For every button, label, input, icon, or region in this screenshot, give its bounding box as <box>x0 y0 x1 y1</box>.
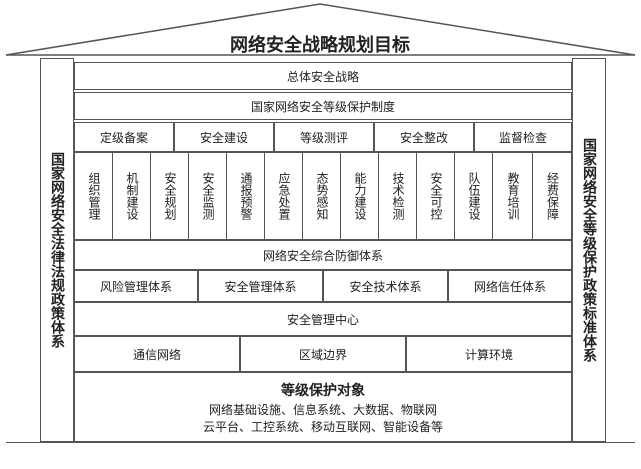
environment-cell: 区域边界 <box>240 336 406 372</box>
left-pillar: 国家网络安全法律法规政策体系 <box>40 58 74 442</box>
stage-cell: 定级备案 <box>74 122 174 152</box>
subsystem-cell: 网络信任体系 <box>448 270 572 302</box>
measure-cell: 组织管理 <box>74 152 113 240</box>
environment-cell: 通信网络 <box>74 336 240 372</box>
measure-cell: 教育培训 <box>492 152 533 240</box>
foundation-title: 等级保护对象 <box>281 383 365 399</box>
measure-cell: 安全监测 <box>188 152 227 240</box>
foundation-block: 等级保护对象 网络基础设施、信息系统、大数据、物联网 云平台、工控系统、移动互联… <box>74 372 572 442</box>
measure-cell: 应急处置 <box>264 152 303 240</box>
measure-cell: 机制建设 <box>112 152 151 240</box>
measure-cell: 能力建设 <box>340 152 379 240</box>
measure-cell: 安全规划 <box>150 152 189 240</box>
foundation-line-2: 云平台、工控系统、移动互联网、智能设备等 <box>202 419 443 434</box>
roof-title: 网络安全战略规划目标 <box>230 35 410 56</box>
base-line <box>6 442 635 443</box>
subsystem-cell: 安全管理体系 <box>198 270 323 302</box>
measure-cell: 技术检测 <box>378 152 417 240</box>
left-pillar-label: 国家网络安全法律法规政策体系 <box>49 152 65 348</box>
right-pillar: 国家网络安全等级保护政策标准体系 <box>572 58 606 442</box>
foundation-line-1: 网络基础设施、信息系统、大数据、物联网 <box>208 402 437 417</box>
measure-cell: 队伍建设 <box>454 152 493 240</box>
right-pillar-label: 国家网络安全等级保护政策标准体系 <box>581 138 597 362</box>
environment-cell: 计算环境 <box>406 336 572 372</box>
stage-cell: 安全整改 <box>374 122 474 152</box>
overall-strategy-row: 总体安全战略 <box>74 62 572 90</box>
subsystem-cell: 风险管理体系 <box>74 270 198 302</box>
management-center-row: 安全管理中心 <box>74 302 572 336</box>
subsystem-cell: 安全技术体系 <box>323 270 448 302</box>
stage-cell: 安全建设 <box>174 122 274 152</box>
measure-cell: 通报预警 <box>226 152 265 240</box>
stage-cell: 监督检查 <box>474 122 572 152</box>
roof-outline <box>5 3 636 56</box>
protection-system-row: 国家网络安全等级保护制度 <box>74 92 572 120</box>
measure-cell: 安全可控 <box>416 152 455 240</box>
measure-cell: 态势感知 <box>302 152 341 240</box>
measure-cell: 经费保障 <box>532 152 572 240</box>
stage-cell: 等级测评 <box>274 122 374 152</box>
defense-system-row: 网络安全综合防御体系 <box>74 240 572 270</box>
